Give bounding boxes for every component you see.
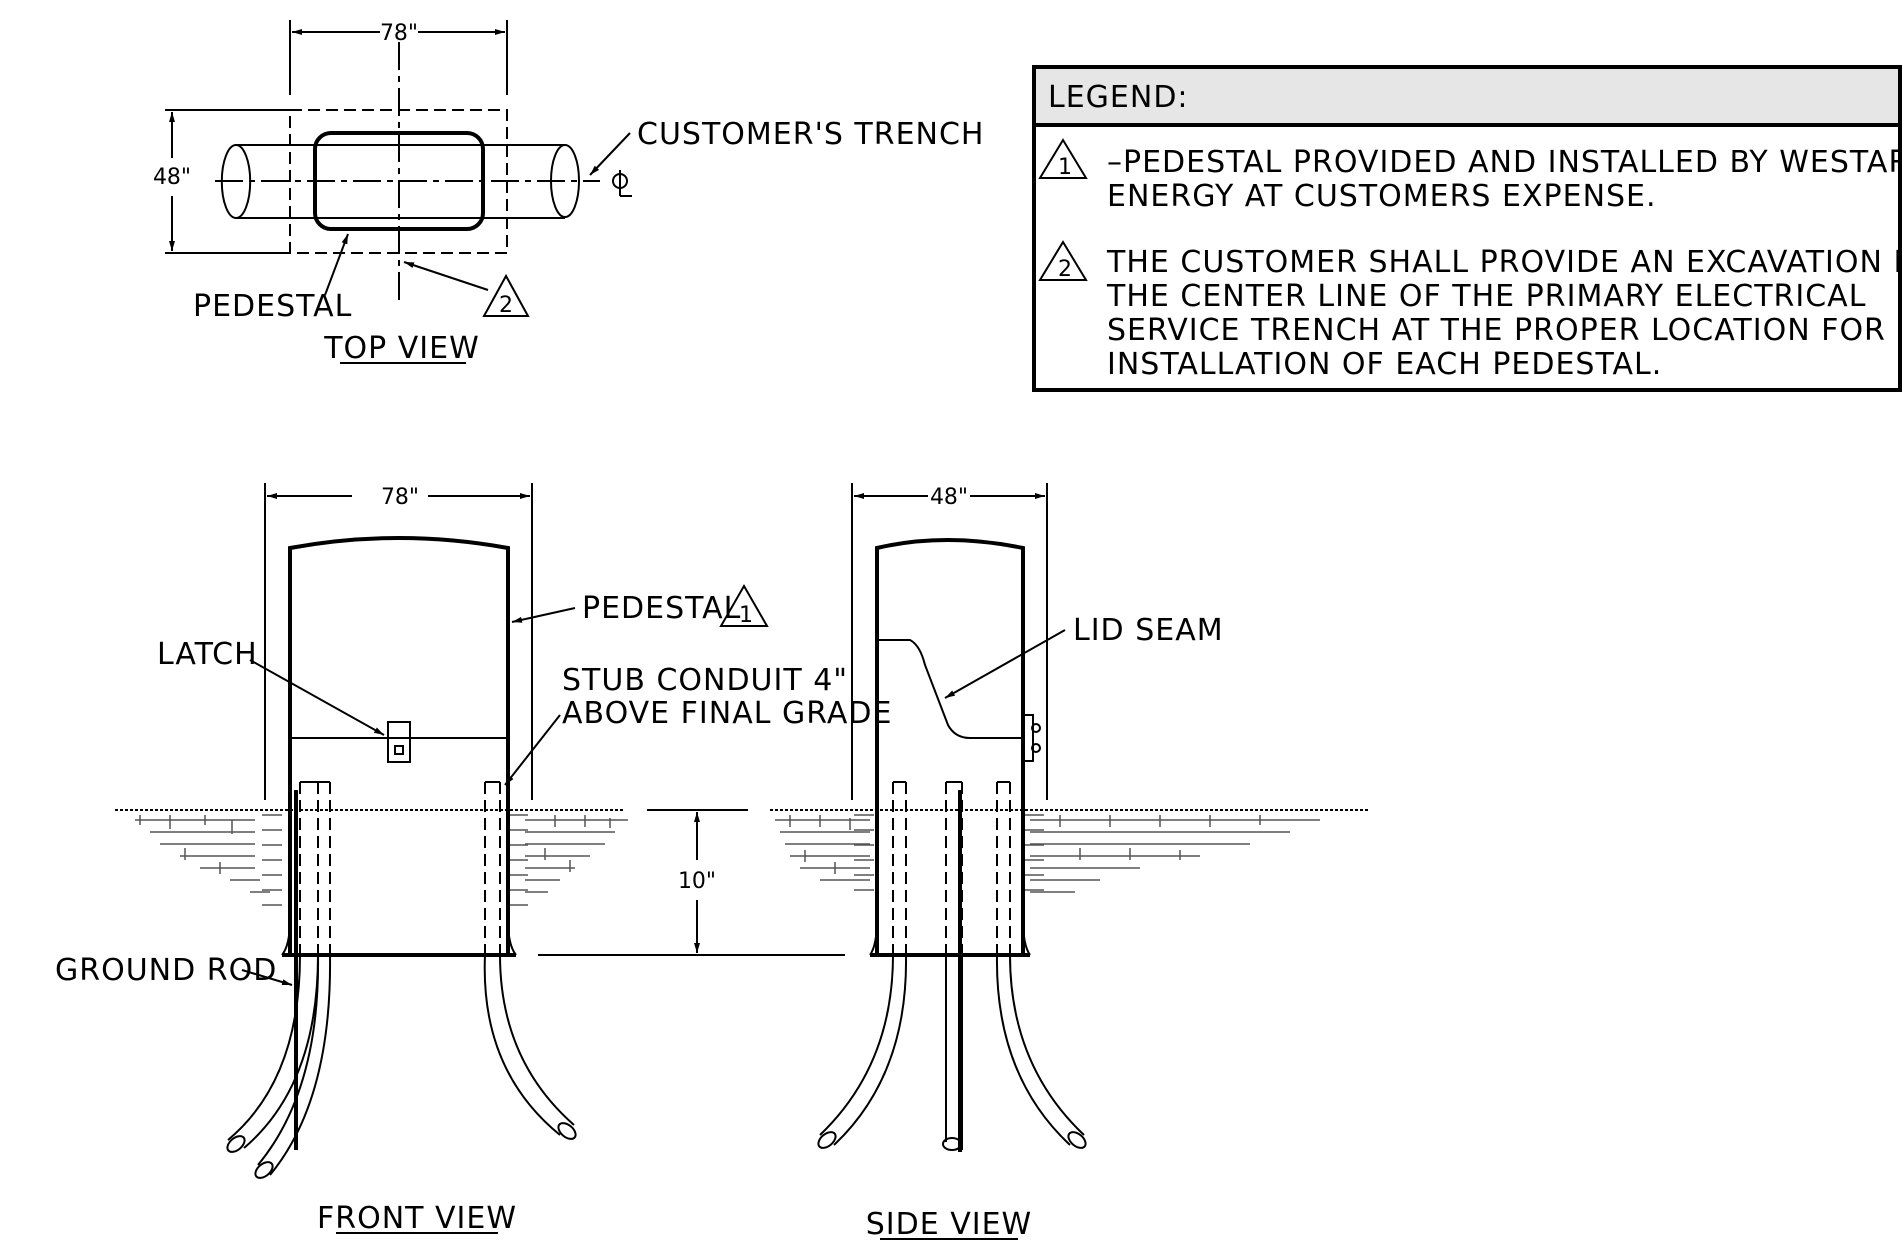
- side-view: 48": [817, 483, 1224, 1242]
- latch: [387, 721, 411, 763]
- note-1-triangle: 1: [719, 583, 769, 628]
- svg-text:2: 2: [499, 293, 513, 318]
- front-conduit-right: [483, 781, 577, 1140]
- side-conduit-right: [995, 781, 1087, 1149]
- front-pedestal-outline: [288, 536, 510, 955]
- latch-label: LATCH: [157, 637, 258, 672]
- svg-text:–PEDESTAL PROVIDED AND INSTALL: –PEDESTAL PROVIDED AND INSTALLED BY WEST…: [1107, 145, 1902, 180]
- top-pedestal-label: PEDESTAL: [193, 289, 352, 324]
- front-view-title: FRONT VIEW: [317, 1201, 517, 1236]
- side-conduit-left: [817, 781, 908, 1149]
- stub-conduit-label-2: ABOVE FINAL GRADE: [562, 696, 892, 731]
- side-latch: [1022, 714, 1041, 762]
- final-grade: [115, 809, 1370, 906]
- side-pedestal-outline: [875, 538, 1025, 955]
- side-conduit-center: [942, 781, 963, 1152]
- legend-note-1: 1 –PEDESTAL PROVIDED AND INSTALLED BY WE…: [1038, 138, 1902, 214]
- ground-rod-label: GROUND ROD: [55, 953, 277, 988]
- top-view-title: TOP VIEW: [323, 331, 480, 366]
- svg-text:INSTALLATION OF EACH PEDESTAL.: INSTALLATION OF EACH PEDESTAL.: [1107, 347, 1662, 382]
- legend-header: LEGEND:: [1048, 80, 1189, 115]
- side-view-title: SIDE VIEW: [866, 1207, 1032, 1242]
- svg-text:1: 1: [1058, 155, 1072, 180]
- soil-hatch-side-left: [775, 815, 870, 881]
- front-conduit-left: [226, 781, 332, 1179]
- svg-text:ENERGY AT CUSTOMERS EXPENSE.: ENERGY AT CUSTOMERS EXPENSE.: [1107, 179, 1657, 214]
- svg-text:1: 1: [739, 603, 753, 628]
- lid-seam-label: LID SEAM: [1073, 613, 1224, 648]
- svg-text:SERVICE TRENCH AT THE PROPER L: SERVICE TRENCH AT THE PROPER LOCATION FO…: [1107, 313, 1886, 348]
- svg-text:THE CUSTOMER SHALL PROVIDE AN: THE CUSTOMER SHALL PROVIDE AN EXCAVATION…: [1106, 245, 1902, 280]
- depth-dim: 10": [678, 869, 716, 894]
- soil-hatch-front-left: [135, 815, 270, 893]
- side-width-dim: 48": [930, 485, 968, 510]
- legend-note-2: 2 THE CUSTOMER SHALL PROVIDE AN EXCAVATI…: [1038, 240, 1902, 382]
- customers-trench-label: CUSTOMER'S TRENCH: [637, 117, 984, 152]
- note-2-triangle: 2: [482, 273, 530, 318]
- front-pedestal-label: PEDESTAL: [582, 591, 741, 626]
- svg-text:2: 2: [1058, 257, 1072, 282]
- centerline-symbol: [612, 170, 632, 197]
- top-view: 78" 48" CUSTOMER'S TRENCH PEDESTAL: [153, 20, 984, 366]
- stub-conduit-label-1: STUB CONDUIT 4": [562, 663, 848, 698]
- front-width-dim: 78": [381, 485, 419, 510]
- soil-hatch-side-right: [1030, 815, 1320, 893]
- legend-box: LEGEND: 1 –PEDESTAL PROVIDED AND INSTALL…: [1032, 65, 1902, 392]
- top-width-dim: 78": [380, 21, 418, 46]
- top-depth-dim: 48": [153, 165, 191, 190]
- lid-seam: [877, 639, 1023, 739]
- front-view: 78": [55, 483, 892, 1236]
- svg-text:THE CENTER LINE OF THE PRIMARY: THE CENTER LINE OF THE PRIMARY ELECTRICA…: [1106, 279, 1866, 314]
- soil-hatch-front-right: [525, 815, 628, 893]
